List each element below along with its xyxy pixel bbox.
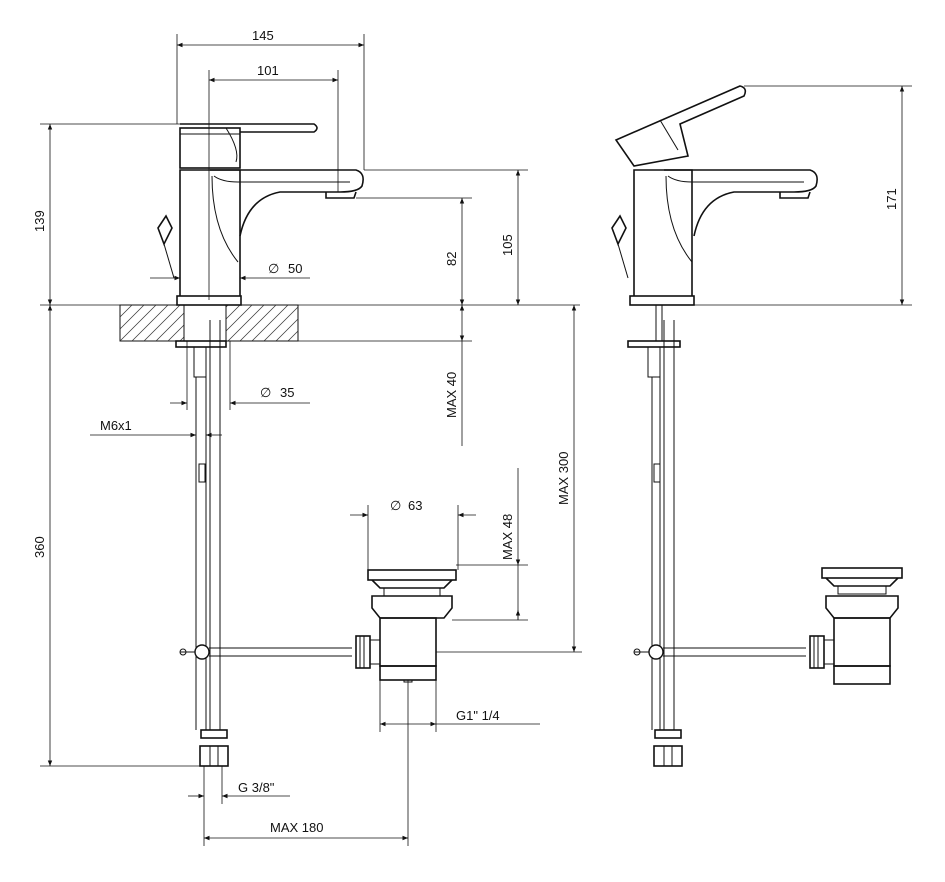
waste-valve xyxy=(355,569,457,683)
dim-dia-63: 63 xyxy=(408,498,422,513)
side-view-open xyxy=(611,85,903,767)
supply-hoses xyxy=(175,320,229,767)
faucet-body xyxy=(157,123,364,306)
dim-max-180: MAX 180 xyxy=(270,820,323,835)
dim-g1-1-4: G1" 1/4 xyxy=(456,708,500,723)
dim-101: 101 xyxy=(257,63,279,78)
dia-symbol-35: ∅ xyxy=(260,385,271,400)
dim-m6x1: M6x1 xyxy=(100,418,132,433)
dimensions-front: 145 101 139 105 82 ∅ 50 MAX 40 ∅ xyxy=(32,28,582,846)
dimensions-side: 171 xyxy=(694,85,912,306)
pop-up-linkage xyxy=(179,644,352,660)
dim-max-48: MAX 48 xyxy=(500,514,515,560)
front-view xyxy=(40,123,580,767)
dim-171: 171 xyxy=(884,188,899,210)
dim-145: 145 xyxy=(252,28,274,43)
dim-dia-35: 35 xyxy=(280,385,294,400)
dim-dia-50: 50 xyxy=(288,261,302,276)
dim-360: 360 xyxy=(32,536,47,558)
counter-section xyxy=(119,304,299,342)
dim-max-40: MAX 40 xyxy=(444,372,459,418)
dia-symbol-63: ∅ xyxy=(390,498,401,513)
dim-139: 139 xyxy=(32,210,47,232)
dim-g-3-8: G 3/8" xyxy=(238,780,275,795)
dim-82: 82 xyxy=(444,252,459,266)
dia-symbol-50: ∅ xyxy=(268,261,279,276)
dim-105: 105 xyxy=(500,234,515,256)
dim-max-300: MAX 300 xyxy=(556,452,571,505)
